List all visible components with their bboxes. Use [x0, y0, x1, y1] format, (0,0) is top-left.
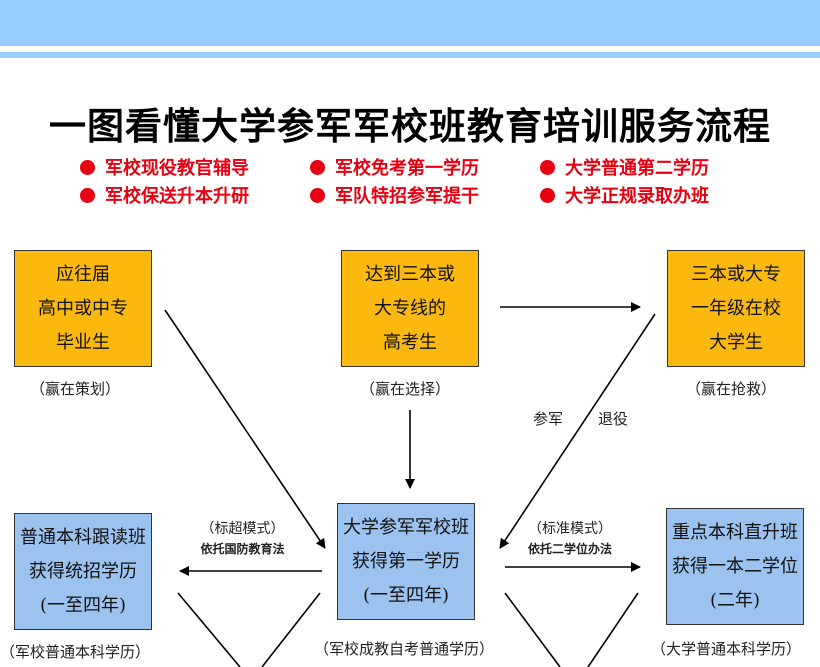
bullet-label: 大学普通第二学历 [565, 158, 709, 179]
connector-line [587, 592, 639, 667]
bullet-label: 军校免考第一学历 [335, 158, 479, 179]
bullet-item: 大学普通第二学历 [540, 154, 709, 180]
node-line: 获得统招学历 [29, 560, 137, 582]
bullet-label: 军队特招参军提干 [335, 186, 479, 207]
node-line: (一至四年) [39, 594, 127, 616]
mode-label-left: （标超模式） 依托国防教育法 [180, 518, 305, 557]
node-line: (一至四年) [362, 584, 450, 606]
bullet-item: 军校保送升本升研 [80, 182, 249, 208]
node-line: 一年级在校 [691, 297, 781, 319]
label-enlist: 参军 [533, 410, 564, 428]
node-line: 三本或大专 [691, 263, 781, 285]
mode-title: （标准模式） [528, 521, 612, 537]
node-line: 获得一本二学位 [672, 555, 798, 577]
mode-subtitle: 依托二学位办法 [527, 542, 612, 556]
bullet-label: 军校现役教官辅导 [105, 158, 249, 179]
bullet-item: 军校免考第一学历 [310, 154, 479, 180]
node-line: 达到三本或 [365, 263, 455, 285]
node-line: 应往届 [56, 263, 110, 285]
bullet-item: 军校现役教官辅导 [80, 154, 249, 180]
connector-line [177, 592, 241, 667]
node-caption: （大学普通本科学历） [651, 640, 802, 658]
arrow-topright-to-center [499, 313, 656, 549]
bullet-item: 军队特招参军提干 [310, 182, 479, 208]
header-divider [0, 52, 820, 58]
bullet-label: 军校保送升本升研 [105, 186, 249, 207]
node-line: 毕业生 [56, 331, 110, 353]
node-caption: （赢在选择） [360, 380, 451, 398]
mode-title: （标超模式） [200, 521, 285, 537]
header-bar [0, 0, 820, 46]
bullet-dot-icon [310, 187, 325, 203]
page-title: 一图看懂大学参军军校班教育培训服务流程 [49, 105, 771, 148]
node-caption: （军校普通本科学历） [0, 643, 151, 661]
bullet-dot-icon [80, 187, 95, 203]
node-line: 普通本科跟读班 [20, 526, 146, 548]
bullet-dot-icon [540, 159, 555, 175]
bullet-item: 大学正规录取办班 [540, 182, 709, 208]
node-line: 大学参军军校班 [343, 516, 469, 538]
mode-label-right: （标准模式） 依托二学位办法 [510, 518, 630, 557]
node-line: 高中或中专 [38, 297, 128, 319]
node-caption: （赢在策划） [30, 380, 121, 398]
node-line: (二年) [709, 589, 761, 611]
node-college-students: 三本或大专 一年级在校 大学生 [667, 250, 805, 367]
connector-line [504, 592, 561, 667]
bullet-label: 大学正规录取办班 [565, 186, 709, 207]
node-exam-takers: 达到三本或 大专线的 高考生 [341, 250, 479, 367]
node-line: 大专线的 [374, 297, 446, 319]
node-caption: （军校成教自考普通学历） [314, 640, 495, 658]
node-line: 重点本科直升班 [672, 521, 798, 543]
mode-subtitle: 依托国防教育法 [200, 542, 285, 556]
connector-line [261, 592, 321, 667]
node-regular-undergrad: 普通本科跟读班 获得统招学历 (一至四年) [14, 513, 152, 630]
node-graduates: 应往届 高中或中专 毕业生 [14, 250, 152, 367]
label-retire: 退役 [598, 410, 629, 428]
node-line: 高考生 [383, 331, 437, 353]
node-line: 大学生 [709, 331, 763, 353]
arrow-topleft-to-center [164, 309, 326, 549]
bullet-dot-icon [310, 159, 325, 175]
bullet-dot-icon [540, 187, 555, 203]
node-key-undergrad: 重点本科直升班 获得一本二学位 (二年) [666, 508, 804, 625]
node-line: 获得第一学历 [352, 550, 460, 572]
node-military-class: 大学参军军校班 获得第一学历 (一至四年) [337, 503, 475, 620]
node-caption: （赢在抢救） [686, 380, 777, 398]
bullet-dot-icon [80, 159, 95, 175]
